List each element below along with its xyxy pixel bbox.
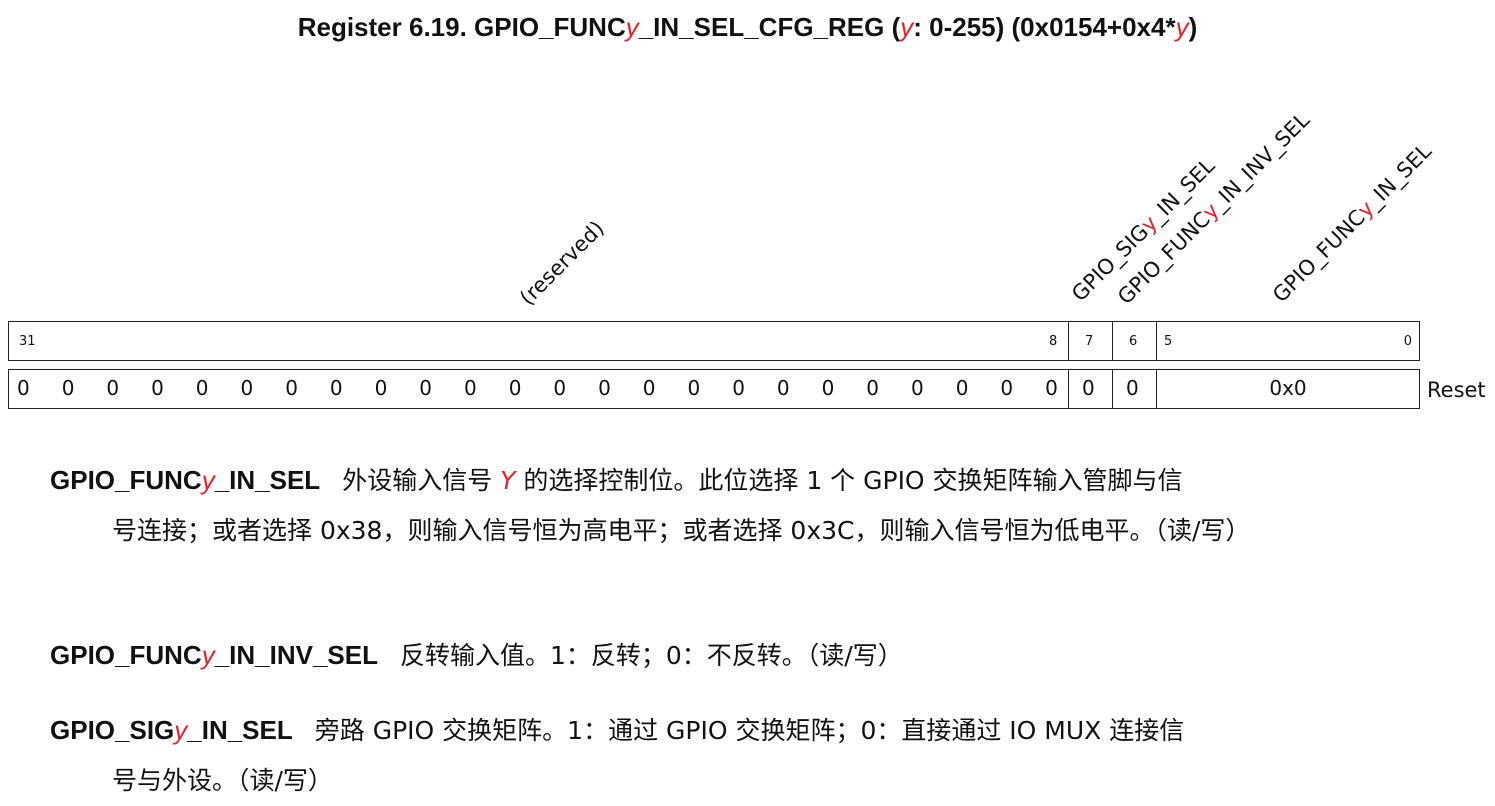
register-title: Register 6.19. GPIO_FUNCy_IN_SEL_CFG_REG… [297, 12, 1198, 42]
bit-8: 8 [1049, 334, 1058, 349]
reset-bit-reserved: 0 [285, 376, 298, 400]
reset-bit-reserved: 0 [106, 376, 120, 400]
reset-bit-reserved: 0 [866, 376, 880, 400]
bit-cell-6: 6 [1112, 322, 1157, 360]
reset-bit-reserved: 0 [329, 376, 343, 400]
reset-bit-reserved: 0 [911, 376, 924, 400]
reset-bit-reserved: 0 [598, 376, 611, 400]
reset-bit-reserved: 0 [240, 376, 254, 400]
bit-cell-7: 7 [1068, 322, 1113, 360]
field-label-reserved: (reserved) [515, 216, 609, 310]
reset-cell-6: 0 [1112, 370, 1157, 408]
reset-bit-reserved: 0 [374, 376, 388, 400]
reset-bit-reserved: 0 [61, 376, 75, 400]
reset-bit-reserved: 0 [419, 376, 433, 400]
reset-cell-7: 0 [1068, 370, 1113, 408]
reset-bit-reserved: 0 [732, 376, 745, 400]
reset-bit-reserved: 0 [955, 376, 969, 400]
reset-bit-reserved: 0 [687, 376, 701, 400]
reset-bit-reserved: 0 [17, 376, 30, 400]
reset-bit-reserved: 0 [1000, 376, 1014, 400]
reset-bit-reserved: 0 [642, 376, 656, 400]
reset-bit-reserved: 0 [1045, 376, 1058, 400]
reset-cell-5-0: 0x0 [1156, 370, 1419, 408]
reset-label: Reset [1427, 378, 1486, 402]
reset-bit-reserved: 0 [553, 376, 567, 400]
reset-bit-reserved: 0 [508, 376, 522, 400]
reset-bit-reserved: 0 [776, 376, 790, 400]
bit-31: 31 [19, 334, 36, 349]
field-label-in-sel: GPIO_FUNCy_IN_SEL [1268, 138, 1437, 307]
reset-bit-reserved: 0 [821, 376, 835, 400]
reset-bit-reserved: 0 [151, 376, 164, 400]
reset-bit-reserved: 0 [195, 376, 209, 400]
reset-bit-reserved: 0 [464, 376, 477, 400]
